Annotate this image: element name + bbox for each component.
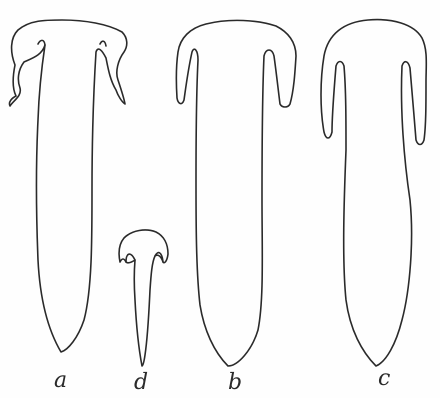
label-b: b [228,372,242,394]
figure-c-outline [321,20,426,366]
figure-a-right-arm [100,41,106,46]
figure-b-outline [176,20,296,366]
label-c: c [378,368,390,390]
label-a: a [54,370,67,392]
figure-a-outline [9,20,126,352]
figure-a-left-arm [38,40,45,45]
label-d: d [134,372,148,394]
figure-d-outline [119,230,168,366]
